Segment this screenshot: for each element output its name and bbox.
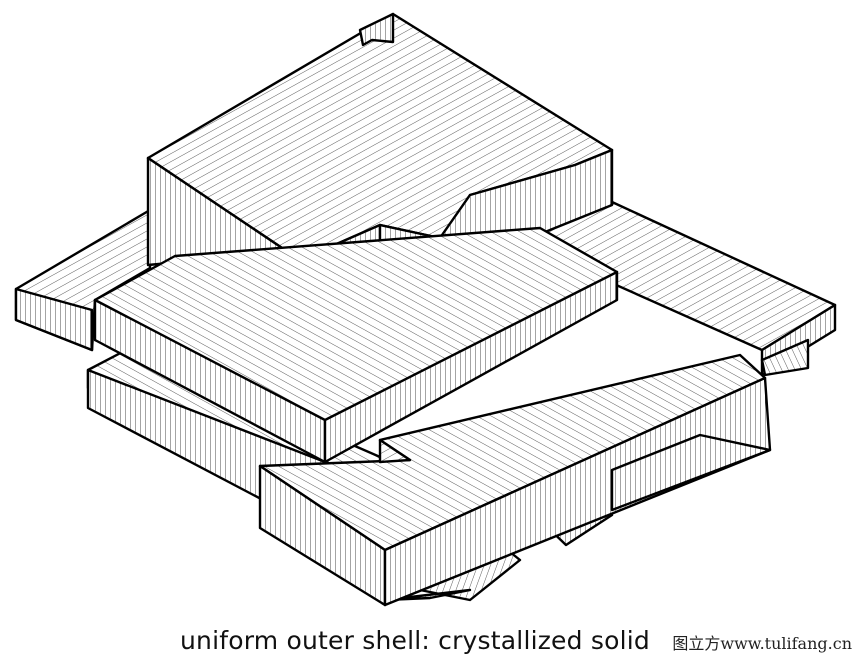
front-wedge-notch [378,438,412,464]
base-slab-left-front [14,287,94,352]
hanging-piece-right [610,433,772,512]
tower-back-chimney [358,12,395,47]
watermark-text: 图立方www.tulifang.cn [672,634,852,653]
middle-slab-front-right [323,270,619,464]
diagram-caption: uniform outer shell: crystallized solid [180,626,650,655]
base-slab-right-underside [760,338,810,377]
